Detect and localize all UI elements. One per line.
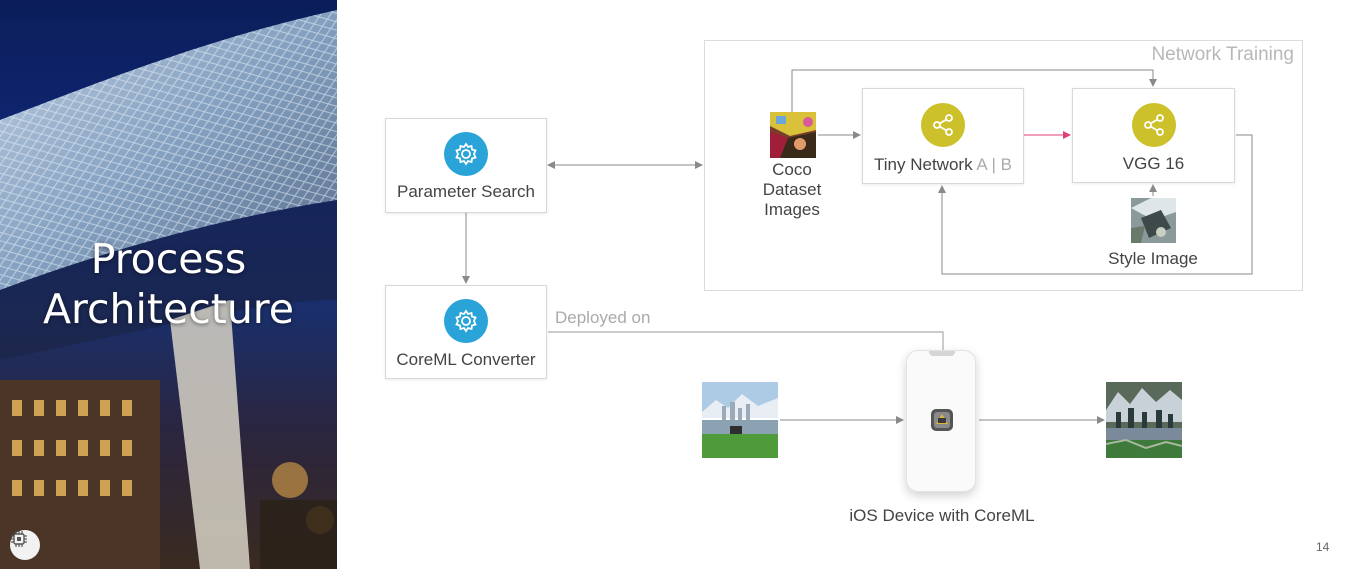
network-training-title: Network Training: [1151, 44, 1294, 65]
tiny-network-label: Tiny Network A | B: [863, 155, 1023, 175]
parameter-search-label: Parameter Search: [397, 182, 535, 201]
style-image: [1131, 198, 1176, 243]
tiny-network-node: Tiny Network A | B: [862, 88, 1024, 184]
stylized-output-photo: [1106, 382, 1182, 458]
share-network-icon: [921, 103, 965, 147]
hero-panel: Process Architecture: [0, 0, 337, 569]
coco-label-line-3: Images: [764, 200, 820, 219]
style-image-label: Style Image: [1108, 249, 1198, 268]
gear-icon: [444, 132, 488, 176]
share-network-icon: [1132, 103, 1176, 147]
page-number: 14: [1316, 540, 1330, 554]
deployed-on-line: [548, 331, 944, 350]
coco-label-line-1: Coco: [772, 160, 812, 179]
deployed-on-label: Deployed on: [555, 308, 651, 327]
coco-to-vgg-arrow: [791, 69, 1157, 113]
phone-notch: [929, 351, 955, 356]
coreml-chip-icon: [929, 407, 955, 438]
vgg16-label: VGG 16: [1122, 154, 1185, 173]
feedback-loop-arrow: [938, 134, 1253, 275]
chip-icon: [10, 530, 40, 560]
tiny-network-name: Tiny Network: [874, 155, 977, 174]
network-training-group: Network Training: [704, 40, 1303, 291]
parameter-search-node: Parameter Search: [385, 118, 547, 213]
coco-dataset-image: [770, 112, 816, 158]
ios-device-label: iOS Device with CoreML: [849, 506, 1035, 525]
coreml-converter-label: CoreML Converter: [396, 350, 536, 369]
coco-dataset-label: Coco Dataset Images: [752, 160, 832, 220]
input-photo: [702, 382, 778, 458]
coreml-converter-node: CoreML Converter: [385, 285, 547, 379]
coco-label-line-2: Dataset: [762, 180, 822, 199]
building-illustration: [0, 10, 337, 569]
slide-title-line-2: Architecture: [42, 285, 294, 333]
slide-title: Process Architecture: [0, 234, 337, 334]
slide-title-line-1: Process: [90, 235, 247, 283]
ios-device-mockup: [906, 350, 976, 492]
gear-icon: [444, 299, 488, 343]
tiny-network-variant: A | B: [976, 155, 1012, 174]
vgg16-node: VGG 16: [1072, 88, 1235, 183]
